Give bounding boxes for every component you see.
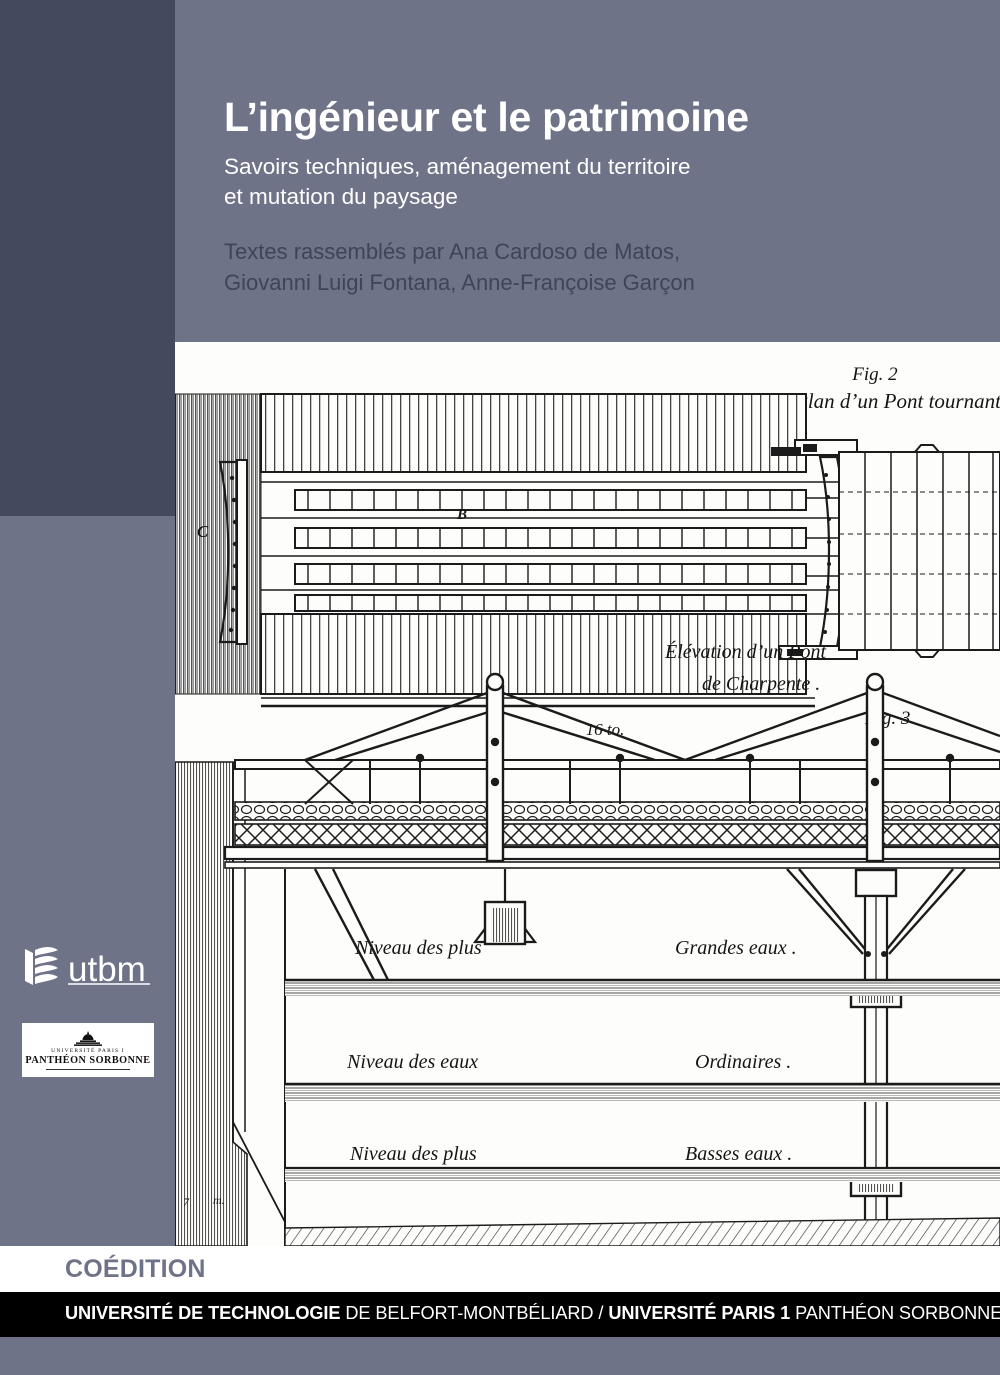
fig2-left-pivot: C [197,459,248,645]
figure-3-elevation-view: Élévation d’un Pont de Charpente . Fig. … [175,640,1000,1246]
coedition-band: COÉDITION [0,1246,1000,1292]
water-level-high: Niveau des plus Grandes eaux . [285,937,1000,996]
figure-2-plan-view: Fig. 2 Plan d’un Pont tournant [175,364,1000,739]
book-editors-line-2: Giovanni Luigi Fontana, Anne-Françoise G… [224,269,695,295]
water-level-high-right-label: Grandes eaux . [675,937,797,959]
footer-gray-band [0,1337,1000,1375]
fig3-caption-line-2: de Charpente . [702,673,820,695]
engraving-svg: Fig. 2 Plan d’un Pont tournant [175,342,1000,1246]
coedition-label: COÉDITION [65,1255,206,1283]
utbm-logo-svg: utbm [25,947,150,989]
water-level-mid-right-label: Ordinaires . [695,1051,791,1073]
navy-side-panel [0,0,175,516]
water-level-low-right-label: Basses eaux . [685,1143,792,1165]
book-subtitle: Savoirs techniques, aménagement du terri… [224,152,964,211]
book-editors: Textes rassemblés par Ana Cardoso de Mat… [224,237,964,298]
water-level-low-left-label: Niveau des plus [349,1143,477,1165]
fig2-label-c: C [197,522,209,541]
book-subtitle-line-1: Savoirs techniques, aménagement du terri… [224,154,691,180]
paris1-line-2: PANTHÉON SORBONNE [25,1054,151,1066]
logo-utbm: utbm [22,943,154,989]
fig3-mark-left: 7 [183,1195,190,1209]
fig2-turning-span [838,444,1000,658]
publisher-paris1-plain: PANTHÉON SORBONNE [790,1303,1000,1323]
utbm-book-icon [25,947,58,985]
water-level-mid-left-label: Niveau des eaux [346,1051,478,1073]
engraving-illustration: Fig. 2 Plan d’un Pont tournant [175,342,1000,1246]
publisher-utbm-plain: DE BELFORT-MONTBÉLIARD / [340,1303,609,1323]
title-header-band [175,0,1000,342]
logo-paris1-pantheon-sorbonne: UNIVERSITÉ PARIS I PANTHÉON SORBONNE [22,1023,154,1077]
fig3-left-abutment: 7 m. [175,761,286,1246]
fig3-caption-line-1: Élévation d’un Pont [664,640,827,663]
water-level-low: Niveau des plus Basses eaux . [285,1143,1000,1182]
water-level-ordinary: Niveau des eaux Ordinaires . [285,1051,1000,1102]
page-title: L’ingénieur et le patrimoine [224,94,749,140]
publisher-bar: UNIVERSITÉ DE TECHNOLOGIE DE BELFORT-MON… [0,1292,1000,1337]
water-level-high-left-label: Niveau des plus [354,937,482,959]
fig2-label-b: B [456,507,467,523]
paris1-rule [46,1068,130,1070]
book-editors-line-1: Textes rassemblés par Ana Cardoso de Mat… [224,239,681,265]
publisher-paris1-bold: UNIVERSITÉ PARIS 1 [608,1303,791,1323]
book-subtitle-line-2: et mutation du paysage [224,183,458,209]
publisher-line: UNIVERSITÉ DE TECHNOLOGIE DE BELFORT-MON… [65,1303,1000,1324]
paris1-line-1: UNIVERSITÉ PARIS I [51,1047,125,1054]
fig3-mark-left-2: m. [213,1193,225,1207]
fig3-deck [223,759,1000,869]
utbm-wordmark: utbm [68,950,146,989]
pantheon-dome-icon [74,1030,102,1046]
publisher-utbm-bold: UNIVERSITÉ DE TECHNOLOGIE [65,1303,341,1323]
title-block: L’ingénieur et le patrimoine Savoirs tec… [224,94,964,298]
fig2-title-label: Plan d’un Pont tournant [794,389,1000,413]
fig3-truss [304,672,1000,863]
fig2-number-label: Fig. 2 [851,364,898,385]
